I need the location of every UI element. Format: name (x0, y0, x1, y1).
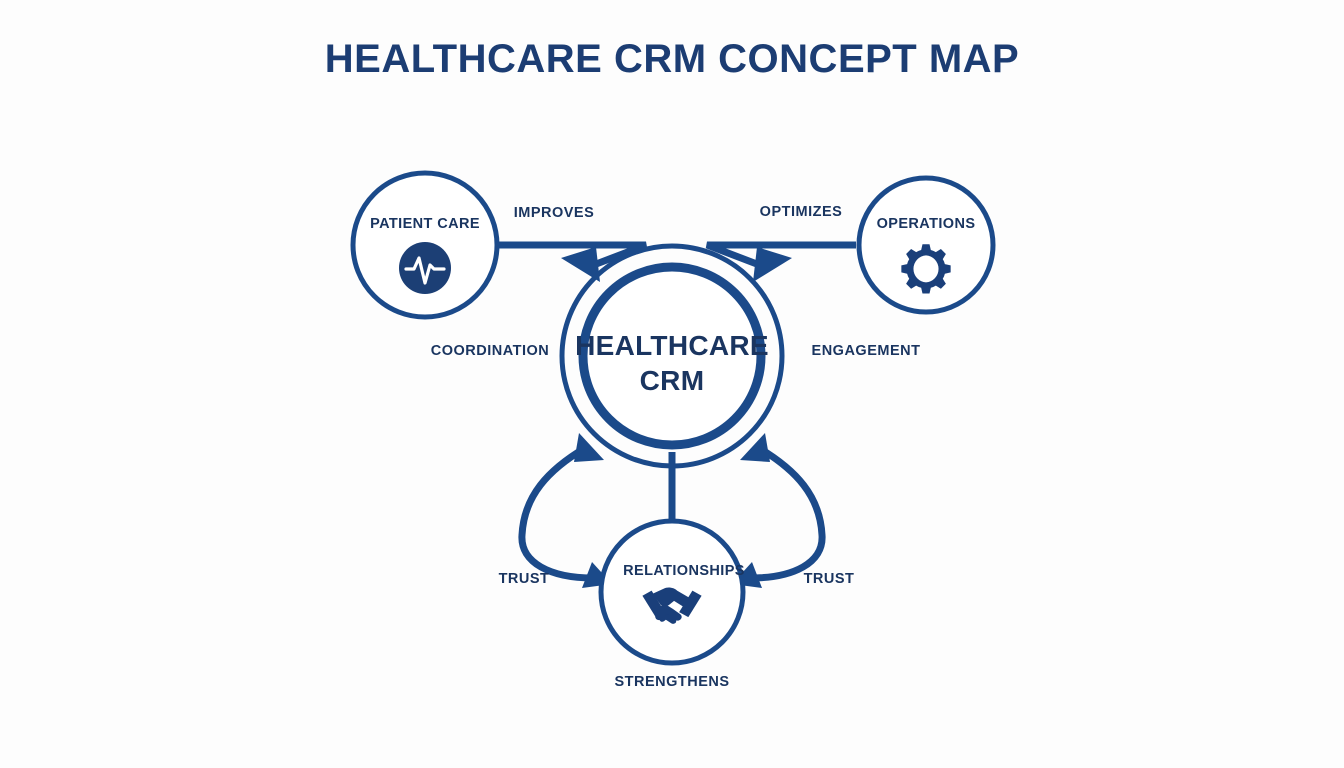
handshake-upper (652, 587, 692, 608)
gear-icon (901, 244, 951, 294)
edge-trust-right: TRUST (732, 433, 854, 588)
relationships-label: RELATIONSHIPS (623, 563, 745, 579)
arrowhead-improves (561, 247, 600, 282)
edge-label-strengthens: STRENGTHENS (614, 674, 729, 690)
edge-patient-care-to-crm: IMPROVES (497, 205, 648, 282)
edge-curve-trust-right (750, 444, 826, 582)
edge-label-engagement: ENGAGEMENT (812, 343, 921, 359)
handshake-icon (642, 587, 702, 624)
edge-curve-trust-left (518, 444, 594, 582)
edge-label-trust-right: TRUST (804, 571, 855, 587)
handshake-lower (655, 603, 682, 621)
handshake-fingers (659, 614, 677, 624)
pulse-icon-line (404, 256, 446, 285)
center-ring-outer (559, 243, 785, 469)
pulse-icon (399, 242, 451, 294)
edge-label-trust-left: TRUST (499, 571, 550, 587)
center-ring-inner (578, 262, 766, 450)
edge-operations-to-crm: OPTIMIZES (705, 204, 856, 282)
edge-trust-left: TRUST (499, 433, 612, 588)
edge-label-coordination: COORDINATION (431, 343, 550, 359)
node-relationships[interactable]: RELATIONSHIPS (598, 518, 746, 666)
node-operations[interactable]: OPERATIONS (856, 175, 996, 315)
arrowhead-trust-left-top (574, 433, 604, 462)
arrowhead-trust-right-top (740, 433, 770, 462)
edge-line-optimizes (705, 241, 856, 270)
node-healthcare-crm[interactable]: HEALTHCARE CRM (559, 243, 785, 469)
edge-label-optimizes: OPTIMIZES (760, 204, 843, 220)
operations-label: OPERATIONS (877, 216, 976, 232)
node-patient-care[interactable]: PATIENT CARE (350, 170, 500, 320)
arrowhead-optimizes (753, 247, 792, 282)
edge-label-improves: IMPROVES (514, 205, 595, 221)
center-label-line2: CRM (640, 365, 705, 396)
center-label-line1: HEALTHCARE (575, 330, 769, 361)
pulse-icon-disc (399, 242, 451, 294)
gear-icon-body (901, 244, 951, 294)
edge-line-improves (497, 241, 648, 270)
patient-care-label: PATIENT CARE (370, 216, 480, 232)
page-title: HEALTHCARE CRM CONCEPT MAP (325, 37, 1019, 81)
